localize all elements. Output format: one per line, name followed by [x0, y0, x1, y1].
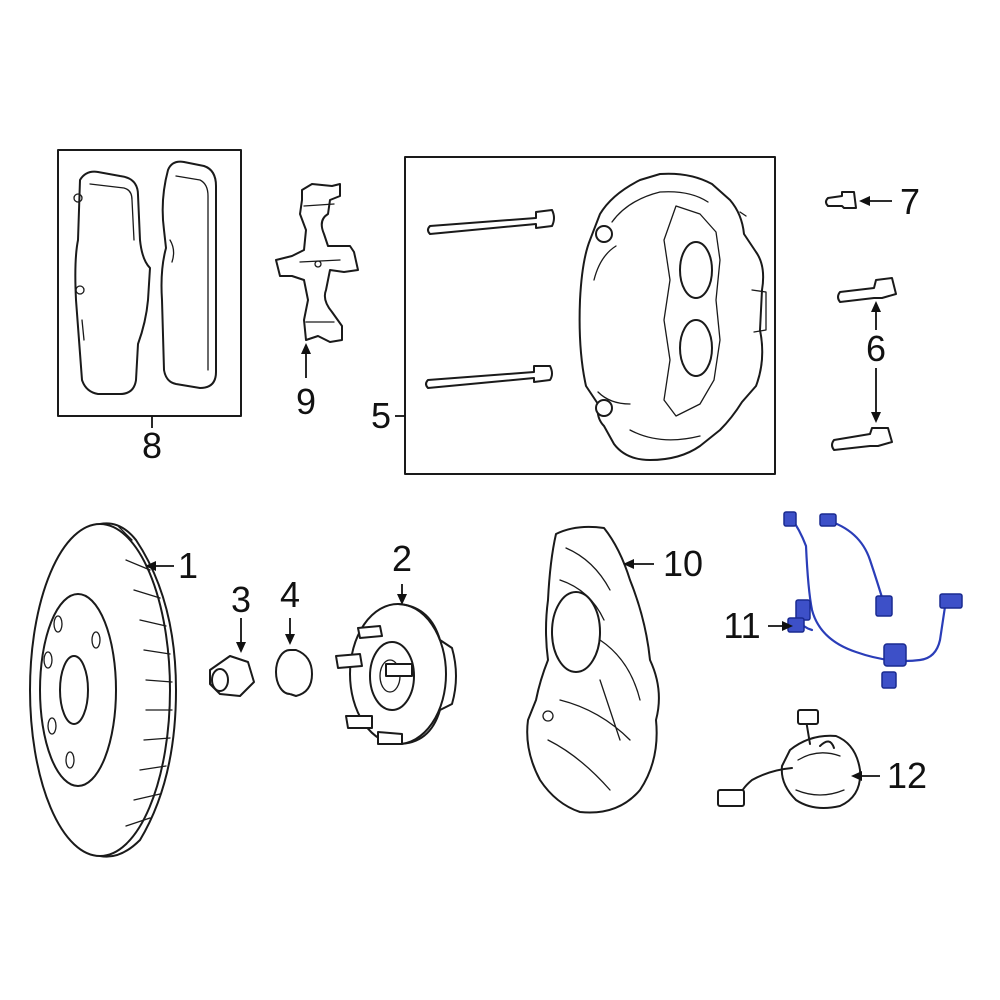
nut-body [209, 655, 255, 697]
arrow-6-down [871, 412, 881, 423]
arrow-11 [782, 621, 793, 631]
cap-rim [289, 649, 313, 697]
arrow-1 [145, 561, 156, 571]
sensor-clip-left [783, 511, 797, 527]
shield-center-opening [551, 591, 601, 673]
bolt-7 [825, 191, 857, 209]
caliper-piston-bridge [663, 205, 721, 417]
part-7-bleeder-bolt[interactable] [825, 191, 857, 209]
part-5-caliper[interactable] [404, 156, 776, 475]
callout-11[interactable]: 11 [723, 605, 760, 646]
part-9-pad-clip[interactable] [275, 183, 359, 343]
callout-9[interactable]: 9 [296, 381, 316, 422]
callout-8[interactable]: 8 [142, 425, 162, 466]
callout-12[interactable]: 12 [887, 755, 927, 796]
arrow-6-up [871, 301, 881, 312]
caliper-contours [593, 191, 709, 441]
arrow-3 [236, 642, 246, 653]
callout-3[interactable]: 3 [231, 579, 251, 620]
rotor-vanes [117, 525, 173, 827]
rotor-lug-hole-2 [43, 651, 53, 669]
nut-hole [211, 668, 229, 692]
callout-4[interactable]: 4 [280, 574, 300, 615]
bolt-6-lower [831, 427, 893, 451]
part-11-speed-sensor-wire[interactable] [783, 511, 963, 689]
part-8-brake-pads[interactable] [57, 149, 242, 417]
part-6-caliper-bolts[interactable] [831, 277, 897, 451]
caliper-pin-lower [425, 365, 553, 389]
caliper-body [578, 172, 765, 461]
sensor-wire-branch [824, 518, 886, 606]
callout-6[interactable]: 6 [866, 328, 886, 369]
caliper-pin-upper [427, 209, 555, 235]
inner-pad-notch [169, 239, 175, 263]
callout-7[interactable]: 7 [900, 181, 920, 222]
rotor-outer-face [29, 523, 171, 857]
caliper-piston-1 [679, 241, 713, 299]
hub-stud-3 [345, 715, 373, 729]
pads-frame [57, 149, 242, 417]
clip-body [275, 183, 359, 343]
hub-stud-1 [357, 625, 383, 639]
outer-pad-edge [89, 183, 135, 241]
sensor-wire-main [788, 514, 948, 663]
caliper-frame [404, 156, 776, 475]
sensor-tip [939, 593, 963, 609]
shield-body [526, 525, 660, 814]
hub-pilot [369, 641, 415, 711]
rotor-lug-hole-4 [65, 751, 75, 769]
shield-ribs [547, 547, 641, 791]
sensor-bracket [881, 671, 897, 689]
sensor-connector-mid [875, 595, 893, 617]
hub-stud-4 [377, 731, 403, 745]
arrow-12 [851, 771, 862, 781]
rotor-lug-hole-1 [53, 615, 63, 633]
sensor-connector-left [795, 599, 811, 621]
inner-pad [160, 160, 217, 389]
clip-hole [314, 260, 322, 268]
outer-pad [74, 170, 151, 395]
part-10-dust-shield[interactable] [526, 525, 660, 814]
bracket-contours [795, 752, 845, 796]
caliper-piston-2 [679, 319, 713, 377]
arrow-4 [285, 634, 295, 645]
part-2-wheel-hub[interactable] [335, 603, 457, 745]
bracket-connector-top [797, 709, 819, 725]
bolt-6-upper [837, 277, 897, 303]
callout-1[interactable]: 1 [178, 545, 198, 586]
rotor-edge [99, 522, 177, 858]
hub-flange-edge [397, 603, 457, 745]
callout-10[interactable]: 10 [663, 543, 703, 584]
outer-pad-clip-hole [73, 193, 83, 203]
arrow-7 [859, 196, 870, 206]
part-1-rotor[interactable] [29, 522, 177, 858]
arrow-2 [397, 594, 407, 605]
rotor-lug-hole-3 [47, 717, 57, 735]
callout-5[interactable]: 5 [371, 395, 391, 436]
hub-stud-2 [335, 653, 363, 669]
sensor-clip-top [819, 513, 837, 527]
caliper-bleed-upper [595, 225, 613, 243]
bracket-connector-left [717, 789, 745, 807]
callout-2[interactable]: 2 [392, 538, 412, 579]
part-12-sensor-bracket[interactable] [717, 709, 862, 809]
hub-stud-5 [385, 663, 413, 677]
caliper-bleed-lower [595, 399, 613, 417]
part-4-dust-cap[interactable] [275, 649, 313, 697]
inner-pad-edge [175, 175, 209, 371]
arrow-9 [301, 343, 311, 354]
outer-pad-clip-hole-2 [75, 285, 85, 295]
shield-bolt-hole [542, 710, 554, 722]
arrow-10 [623, 559, 634, 569]
caliper-lugs [739, 211, 767, 333]
rotor-lug-hole-5 [91, 631, 101, 649]
rotor-center-bore [59, 655, 89, 725]
sensor-grommet [883, 643, 907, 667]
bracket-body [780, 734, 862, 809]
rotor-hat [39, 593, 117, 787]
part-3-hub-nut[interactable] [209, 655, 255, 697]
outer-pad-detail [81, 319, 85, 341]
